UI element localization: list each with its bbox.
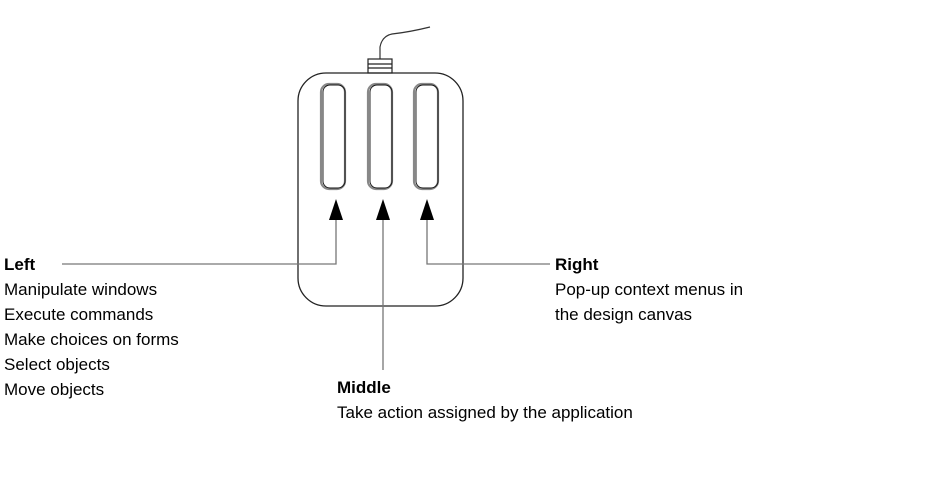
cable-connector: [367, 58, 393, 74]
label-left: Left Manipulate windows Execute commands…: [4, 252, 179, 402]
arrow-middle-icon: [376, 199, 390, 220]
label-left-line: Move objects: [4, 380, 105, 399]
mouse-body: [297, 72, 464, 307]
mouse-button-right: [412, 82, 440, 191]
label-right-title: Right: [555, 255, 599, 274]
label-right: Right Pop-up context menus in the design…: [555, 252, 743, 327]
label-right-line: Pop-up context menus in: [555, 280, 744, 299]
arrow-left-icon: [329, 199, 343, 220]
leader-line-left: [62, 220, 337, 265]
mouse-cable: [379, 26, 431, 61]
label-middle-line: Take action assigned by the application: [337, 403, 633, 422]
label-left-line: Select objects: [4, 355, 110, 374]
label-left-title: Left: [4, 255, 36, 274]
leader-line-right: [426, 220, 550, 265]
label-middle-title: Middle: [337, 378, 391, 397]
mouse-button-left: [319, 82, 347, 191]
mouse-button-middle: [366, 82, 394, 191]
label-left-line: Manipulate windows: [4, 280, 158, 299]
label-left-line: Make choices on forms: [4, 330, 179, 349]
label-left-line: Execute commands: [4, 305, 154, 324]
label-right-line: the design canvas: [555, 305, 693, 324]
arrow-right-icon: [420, 199, 434, 220]
label-middle: Middle Take action assigned by the appli…: [337, 375, 633, 425]
